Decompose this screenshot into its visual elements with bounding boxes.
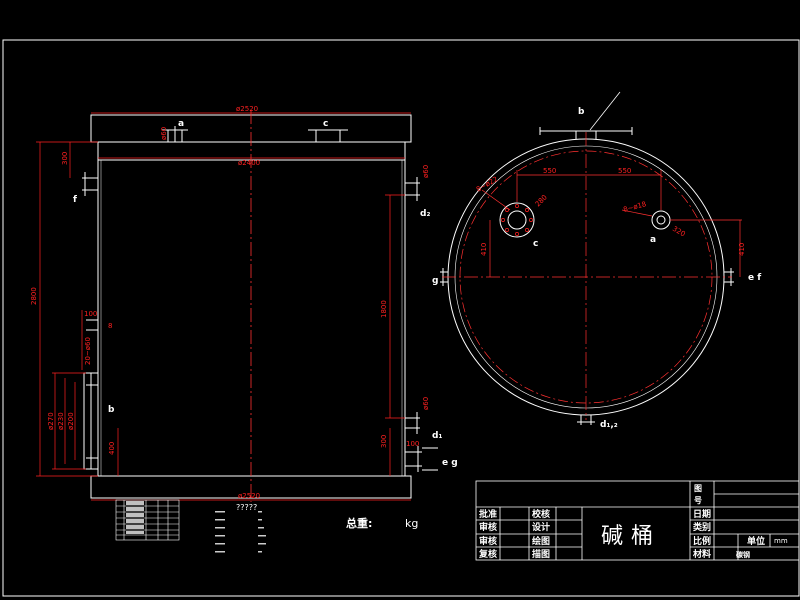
tb-retrace: 复核 bbox=[478, 548, 497, 560]
weight-label: 总重: bbox=[346, 516, 372, 530]
dim-off-410-right: 410 bbox=[738, 243, 746, 256]
dim-d-20-60: 20~ø60 bbox=[84, 337, 92, 365]
nozzle-d2 bbox=[405, 177, 420, 201]
nozzle-a bbox=[162, 126, 188, 142]
dim-d-60-a: ø60 bbox=[160, 127, 168, 140]
dim-off-410-left: 410 bbox=[480, 243, 488, 256]
tb-unit-value: mm bbox=[774, 537, 788, 545]
front-labels: a c f d₂ b d₁ e g bbox=[73, 119, 458, 468]
tb-proof: 校核 bbox=[532, 508, 550, 520]
plan-bolt-holes bbox=[501, 204, 533, 236]
plan-view bbox=[440, 127, 734, 425]
nozzle-e-g bbox=[405, 446, 438, 472]
tb-draw: 绘图 bbox=[532, 535, 550, 547]
tb-drawing-no-2: 号 bbox=[694, 496, 702, 505]
dim-dia-2400: ø2400 bbox=[238, 159, 260, 167]
nozzle-c bbox=[308, 129, 348, 142]
dim-h-300-top: 300 bbox=[61, 152, 69, 165]
tb-date: 日期 bbox=[693, 508, 711, 520]
tb-trace: 描图 bbox=[532, 548, 550, 560]
tb-drawing-no-1: 图 bbox=[694, 484, 702, 493]
tb-check: 审核 bbox=[479, 535, 497, 547]
plan-label-c: c bbox=[533, 239, 538, 249]
label-d1: d₁ bbox=[432, 431, 442, 441]
drawing-title: 碱桶 bbox=[601, 524, 661, 549]
plan-label-d12: d₁,₂ bbox=[600, 420, 618, 430]
weight-unit: kg bbox=[405, 517, 418, 530]
dim-small-8: 8 bbox=[108, 322, 112, 330]
plan-labels: b c a g e f d₁,₂ bbox=[432, 107, 761, 430]
front-dimension-text: ø2520 ø2400 ø2520 2800 300 1800 300 400 … bbox=[30, 105, 430, 500]
dim-pitch-550-right: 550 bbox=[618, 167, 631, 175]
plan-leader-b bbox=[589, 91, 621, 131]
manhole-b bbox=[83, 372, 99, 470]
dim-pcd-280: 280 bbox=[534, 193, 549, 208]
plan-nozzle-c-inner bbox=[507, 210, 527, 230]
plan-label-a: a bbox=[650, 235, 656, 245]
dim-h-1800: 1800 bbox=[380, 300, 388, 318]
label-f: f bbox=[73, 195, 77, 205]
dim-h-400: 400 bbox=[108, 442, 116, 455]
front-dimensions bbox=[36, 112, 411, 501]
label-b-front: b bbox=[108, 405, 115, 415]
dim-h-2800: 2800 bbox=[30, 287, 38, 305]
nozzle-table bbox=[115, 499, 180, 541]
plan-nozzle-a-inner bbox=[656, 215, 666, 225]
dim-d-60-c: ø60 bbox=[422, 397, 430, 410]
tb-approve: 批准 bbox=[479, 508, 497, 520]
label-c: c bbox=[323, 119, 328, 129]
dim-dia-2520-top: ø2520 bbox=[236, 105, 258, 113]
nozzle-d1 bbox=[405, 412, 420, 434]
dim-d-60-b: ø60 bbox=[422, 165, 430, 178]
plan-nozzle-c-outer bbox=[499, 202, 535, 238]
plan-label-e-f: e f bbox=[748, 273, 761, 283]
label-d2: d₂ bbox=[420, 209, 430, 219]
nozzle-left-mid bbox=[86, 319, 98, 331]
dim-pitch-550-left: 550 bbox=[543, 167, 556, 175]
drawing-frame bbox=[2, 39, 800, 597]
plan-nozzle-a-outer bbox=[651, 210, 671, 230]
tb-material: 材料 bbox=[692, 548, 711, 560]
title-block-text: 批准 审核 审核 复核 校核 设计 绘图 描图 图 号 日期 类别 比例 单位 … bbox=[478, 484, 788, 560]
plan-nozzle-d12 bbox=[577, 415, 595, 425]
tb-review: 审核 bbox=[479, 521, 497, 533]
notes-block bbox=[215, 511, 266, 553]
dim-h-100: 100 bbox=[406, 440, 419, 448]
nozzle-table-fill bbox=[126, 501, 144, 534]
label-e-g: e g bbox=[442, 458, 458, 468]
tb-scale: 比例 bbox=[693, 535, 711, 547]
tb-unit: 单位 bbox=[747, 535, 765, 547]
dim-holes-8-18: 8~ø18 bbox=[622, 200, 647, 214]
plan-label-b: b bbox=[578, 107, 585, 117]
dim-d-270: ø270 bbox=[47, 412, 55, 430]
dim-w-100: 100 bbox=[84, 310, 97, 318]
plan-centerlines bbox=[442, 132, 742, 420]
unknown-note: ????? bbox=[236, 503, 257, 512]
nozzle-f bbox=[82, 172, 98, 196]
plan-label-g: g bbox=[432, 276, 438, 286]
dim-pcd-320: 320 bbox=[671, 225, 687, 239]
tb-design: 设计 bbox=[532, 521, 550, 533]
tb-material-value: 碳钢 bbox=[736, 550, 750, 559]
dim-d-200: ø200 bbox=[67, 412, 75, 430]
title-block bbox=[475, 480, 800, 561]
label-a: a bbox=[178, 119, 184, 129]
dim-d-230: ø230 bbox=[57, 412, 65, 430]
dim-h-300-right: 300 bbox=[380, 435, 388, 448]
plan-lug-b bbox=[539, 127, 633, 139]
dim-dia-2520-bottom: ø2520 bbox=[238, 492, 260, 500]
tb-category: 类别 bbox=[693, 521, 711, 533]
